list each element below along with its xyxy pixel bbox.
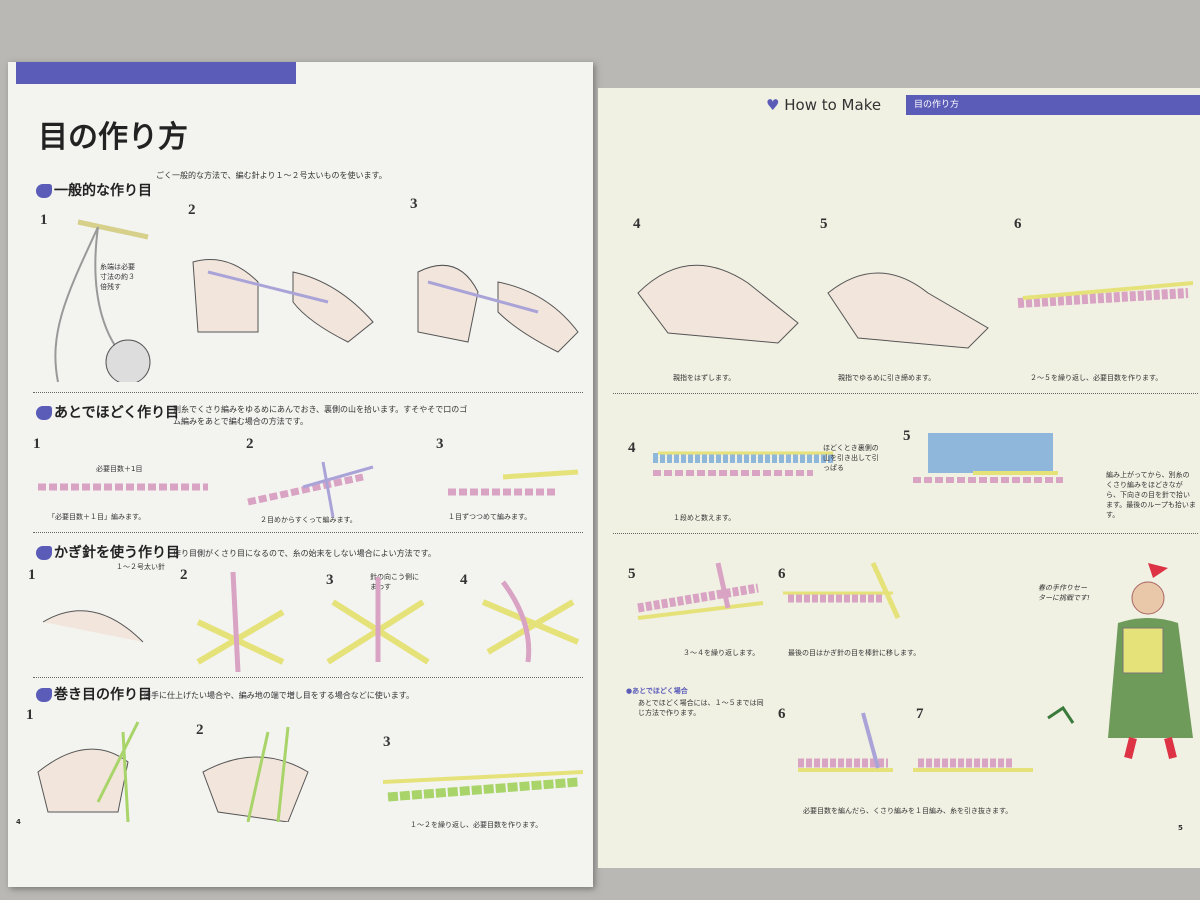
step-number: 3 xyxy=(326,572,334,588)
step-number: 3 xyxy=(436,436,444,452)
caption: 必要目数を編んだら、くさり編みを１目編み、糸を引き抜きます。 xyxy=(803,807,1013,815)
illustration-backward-loop xyxy=(37,721,584,822)
section-desc: 別糸でくさり編みをゆるめにあんでおき、裏側の山を拾います。すそやそで口のゴム編み… xyxy=(173,405,468,426)
caption: １〜２を繰り返し、必要目数を作ります。 xyxy=(410,821,543,829)
step-number: 3 xyxy=(383,734,391,750)
bullet-icon xyxy=(36,546,52,560)
step-number: 2 xyxy=(196,722,204,738)
section-heading: 巻き目の作り目 xyxy=(36,684,152,704)
step-number: 6 xyxy=(778,706,786,722)
step-number: 2 xyxy=(246,436,254,452)
heart-icon: ♥ xyxy=(766,96,780,114)
header-label-text: How to Make xyxy=(784,96,882,114)
page-number: 4 xyxy=(16,818,21,826)
step-number: 4 xyxy=(633,216,641,232)
right-page: ♥ How to Make 目の作り方 4 5 6 親指をはずします。 親指でゆ… xyxy=(598,88,1200,868)
caption: ２目めからすくって編みます。 xyxy=(260,516,357,524)
section-desc: 薄手に仕上げたい場合や、編み地の端で増し目をする場合などに使います。 xyxy=(143,691,414,700)
step-number: 1 xyxy=(28,567,36,583)
note-title: ●あとでほどく場合 xyxy=(626,687,688,695)
divider xyxy=(33,392,583,393)
caption: ２〜５を繰り返し、必要目数を作ります。 xyxy=(1030,374,1163,382)
page-title: 目の作り方 xyxy=(38,120,188,155)
divider xyxy=(613,533,1198,534)
section-heading: 一般的な作り目 xyxy=(36,180,152,200)
step-number: 1 xyxy=(26,707,34,723)
step-number: 5 xyxy=(628,566,636,582)
how-to-make-label: ♥ How to Make xyxy=(766,96,881,114)
divider xyxy=(33,677,583,678)
illustration-row3 xyxy=(637,561,901,620)
illustration-row2 xyxy=(653,433,1063,483)
header-band xyxy=(16,62,296,84)
illustration-row4 xyxy=(798,712,1033,772)
caption: ３〜４を繰り返します。 xyxy=(683,649,760,657)
note-text: あとでほどく場合には、１〜５までは同じ方法で作ります。 xyxy=(638,699,764,717)
caption: ほどくとき裏側の山を引き出して引っぱる xyxy=(823,444,879,472)
step-number: 1 xyxy=(33,436,41,452)
section-desc: ごく一般的な方法で、編む針より１〜２号太いものを使います。 xyxy=(156,171,387,180)
header-section-band: 目の作り方 xyxy=(906,95,1200,115)
bullet-icon xyxy=(36,688,52,702)
step-number: 2 xyxy=(188,202,196,218)
step-number: 4 xyxy=(628,440,636,456)
caption: 糸端は必要寸法の約３倍残す xyxy=(100,263,135,291)
heading-text: あとでほどく作り目 xyxy=(54,405,180,421)
step-number: 6 xyxy=(778,566,786,582)
bullet-icon xyxy=(36,184,52,198)
step-number: 4 xyxy=(460,572,468,588)
left-page: 目の作り方 一般的な作り目 ごく一般的な方法で、編む針より１〜２号太いものを使い… xyxy=(8,62,593,887)
bullet-icon xyxy=(36,406,52,420)
caption: 親指でゆるめに引き締めます。 xyxy=(838,374,936,382)
heading-text: 巻き目の作り目 xyxy=(54,687,152,703)
caption: １〜２号太い針 xyxy=(116,563,165,571)
section-heading: かぎ針を使う作り目 xyxy=(36,542,180,562)
page-number: 5 xyxy=(1178,824,1183,832)
illustration-row1 xyxy=(637,264,1194,349)
divider xyxy=(613,393,1198,394)
heading-text: かぎ針を使う作り目 xyxy=(54,545,180,561)
caption: 親指をはずします。 xyxy=(673,374,736,382)
caption: 編み上がってから、別糸のくさり編みをほどきながら、下向きの目を針で拾います。最後… xyxy=(1106,471,1196,519)
caption: １目ずつつめて編みます。 xyxy=(448,513,532,521)
divider xyxy=(33,532,583,533)
step-number: 6 xyxy=(1014,216,1022,232)
caption: 必要目数＋1目 xyxy=(96,465,143,473)
step-number: 5 xyxy=(903,428,911,444)
heading-text: 一般的な作り目 xyxy=(54,183,152,199)
step-number: 3 xyxy=(410,196,418,212)
step-number: 5 xyxy=(820,216,828,232)
caption: １段めと数えます。 xyxy=(673,514,736,522)
section-desc: 作り目側がくさり目になるので、糸の始末をしない場合によい方法です。 xyxy=(173,549,436,558)
illustration-handwriting: 春の手作りセーターに挑戦です! xyxy=(1038,584,1090,602)
step-number: 2 xyxy=(180,567,188,583)
step-number: 7 xyxy=(916,706,924,722)
section-heading: あとでほどく作り目 xyxy=(36,402,179,422)
step-number: 1 xyxy=(40,212,48,228)
illustration-casting-on xyxy=(54,219,579,382)
caption: 「必要目数＋１目」編みます。 xyxy=(48,513,146,521)
illustration-provisional xyxy=(38,461,579,517)
girl-illustration xyxy=(1047,563,1193,759)
illustration-crochet xyxy=(42,571,580,672)
caption: 最後の目はかぎ針の目を棒針に移します。 xyxy=(788,649,921,657)
